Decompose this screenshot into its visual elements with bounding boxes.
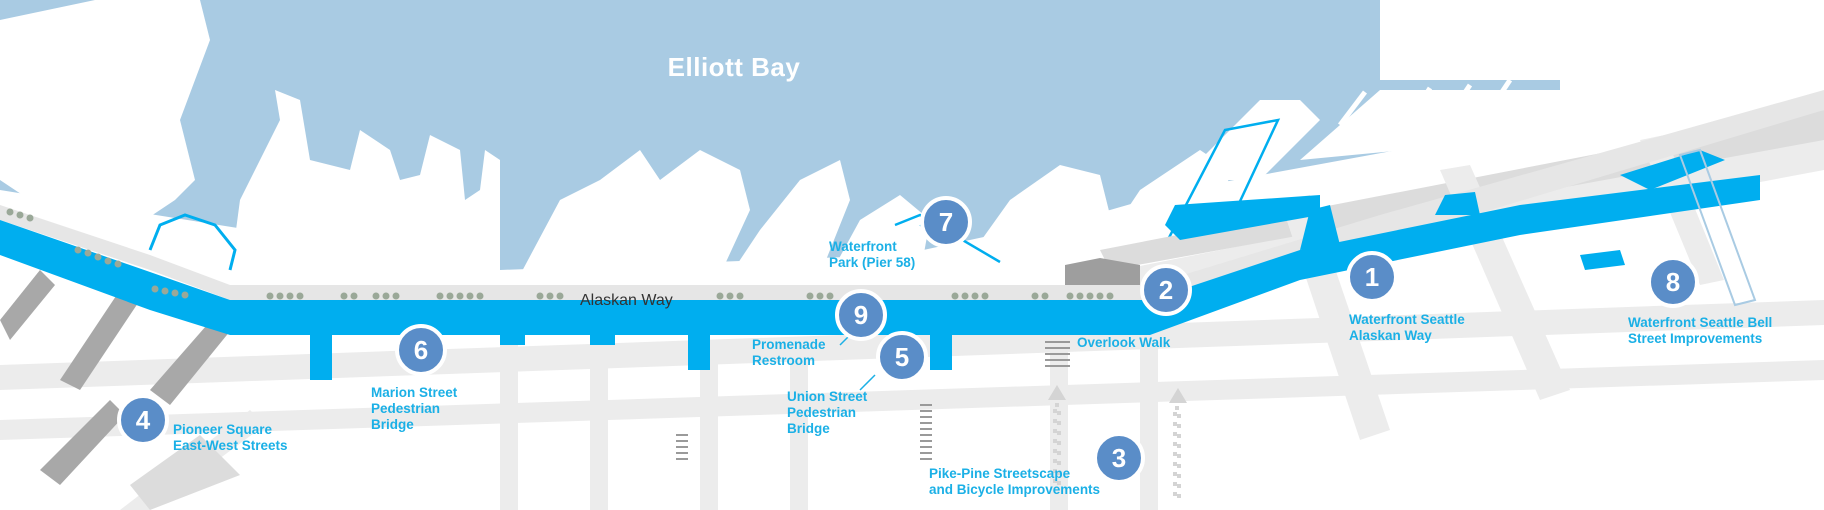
project-marker-8[interactable]: 8	[1647, 256, 1699, 308]
project-marker-3[interactable]: 3	[1093, 432, 1145, 484]
stair-symbols	[676, 341, 1070, 460]
marker-1-number: 1	[1365, 262, 1379, 292]
marker-3-number: 3	[1112, 443, 1126, 473]
viaduct-ramps	[0, 270, 235, 485]
project-label-3: Pike-Pine Streetscape and Bicycle Improv…	[929, 466, 1100, 497]
project-label-8: Waterfront Seattle Bell Street Improveme…	[1628, 315, 1776, 346]
bay-label: Elliott Bay	[668, 52, 801, 82]
project-label-2: Overlook Walk	[1077, 335, 1171, 350]
bike-route-arrows	[1048, 385, 1187, 500]
marker-9-number: 9	[854, 300, 868, 330]
project-marker-1[interactable]: 1	[1346, 251, 1398, 303]
project-label-4: Pioneer Square East-West Streets	[173, 422, 288, 453]
marker-7-number: 7	[939, 207, 953, 237]
marina-docks	[1338, 78, 1513, 132]
project-marker-4[interactable]: 4	[117, 394, 169, 446]
project-marker-2[interactable]: 2	[1140, 264, 1192, 316]
project-marker-6[interactable]: 6	[395, 324, 447, 376]
project-marker-7[interactable]: 7	[920, 196, 972, 248]
road-label: Alaskan Way	[580, 292, 673, 309]
project-label-7: Waterfront Park (Pier 58)	[829, 239, 915, 270]
marker-5-number: 5	[895, 342, 909, 372]
project-label-6: Marion Street Pedestrian Bridge	[371, 385, 461, 432]
marker-6-number: 6	[414, 335, 428, 365]
overlook-structure	[1065, 258, 1140, 285]
marker-2-number: 2	[1159, 275, 1173, 305]
street-trees	[6, 208, 1114, 300]
project-marker-9[interactable]: 9	[835, 289, 887, 341]
marker-4-number: 4	[136, 405, 151, 435]
project-marker-5[interactable]: 5	[876, 331, 928, 383]
marker-8-number: 8	[1666, 267, 1680, 297]
project-label-5: Union Street Pedestrian Bridge	[787, 389, 871, 436]
project-label-9: Promenade Restroom	[752, 337, 829, 368]
project-label-1: Waterfront Seattle Alaskan Way	[1349, 312, 1469, 343]
bell-street-outline	[1678, 148, 1757, 307]
